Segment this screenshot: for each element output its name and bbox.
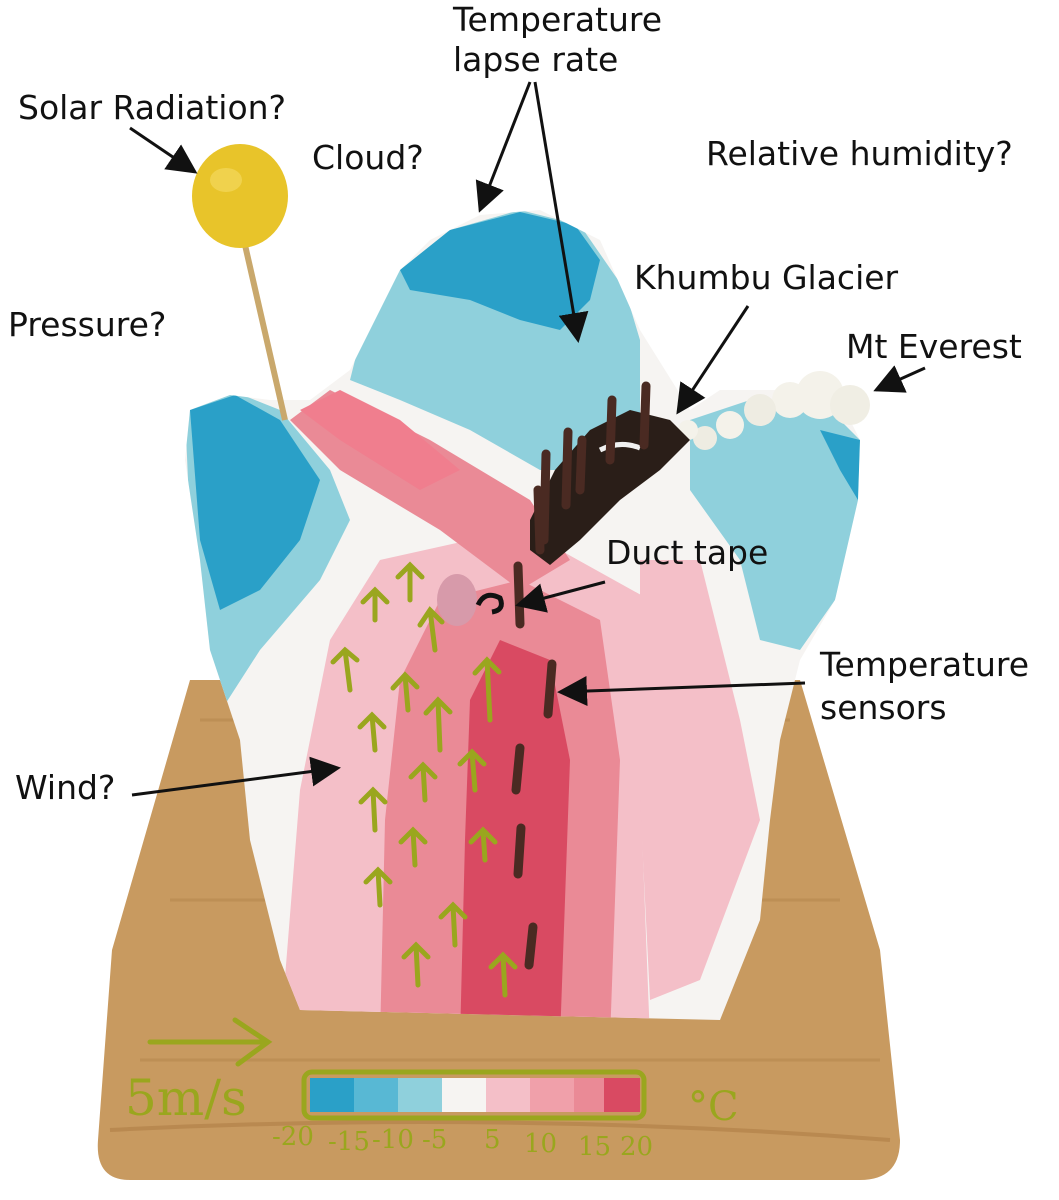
arrow-lapse-rate-a [475, 81, 532, 213]
colorbar-swatch-2 [354, 1078, 398, 1112]
duct-tape [437, 574, 504, 626]
temp-tick-6: 10 [524, 1129, 557, 1159]
temp-tick-4: -5 [422, 1125, 447, 1155]
mt-everest-snow [678, 371, 870, 450]
label-temperature-sensors-line2: sensors [820, 688, 947, 727]
colorbar-swatch-3 [398, 1078, 442, 1112]
label-relative-humidity: Relative humidity? [706, 134, 1013, 173]
colorbar-swatch-4 [442, 1078, 486, 1112]
colorbar-swatch-1 [310, 1078, 354, 1112]
label-solar-radiation: Solar Radiation? [18, 88, 287, 127]
colorbar-swatch-6 [530, 1078, 574, 1112]
arrow-khumbu-glacier [676, 305, 750, 415]
label-mt-everest: Mt Everest [846, 327, 1022, 366]
arrow-mt-everest [873, 365, 926, 393]
label-cloud: Cloud? [312, 138, 424, 177]
label-duct-tape: Duct tape [606, 533, 769, 572]
khumbu-glacier-debris [530, 410, 690, 565]
wind-scale-label: 5m/s [125, 1069, 247, 1127]
temp-tick-2: -15 [328, 1127, 370, 1157]
colorbar-swatch-7 [574, 1078, 604, 1112]
label-wind: Wind? [15, 768, 116, 807]
label-temperature-sensors-line1: Temperature [820, 645, 1030, 684]
label-lapse-rate-line2: lapse rate [453, 40, 619, 79]
temp-unit-label: °C [688, 1084, 739, 1130]
temp-tick-5: 5 [484, 1125, 501, 1155]
arrow-lapse-rate-b [533, 81, 589, 343]
label-khumbu-glacier: Khumbu Glacier [634, 258, 899, 297]
temperature-sensor-sticks [511, 381, 651, 970]
wind-arrows [330, 561, 518, 998]
arrow-duct-tape [515, 580, 606, 613]
label-lapse-rate-line1: Temperature [453, 0, 663, 39]
sun-model [192, 144, 288, 421]
temp-tick-3: -10 [372, 1125, 414, 1155]
board-scale: 5m/s °C -20 -15 -10 -5 5 10 15 20 [125, 1017, 739, 1162]
arrow-wind [131, 756, 341, 797]
arrow-solar-radiation [129, 126, 198, 174]
temp-tick-7: 15 [578, 1132, 611, 1162]
annotation-arrows [129, 81, 926, 797]
temp-tick-8: 20 [620, 1132, 653, 1162]
colorbar-swatch-5 [486, 1078, 530, 1112]
temp-tick-1: -20 [272, 1122, 314, 1152]
label-pressure: Pressure? [8, 305, 167, 344]
colorbar-swatch-8 [604, 1078, 640, 1112]
arrow-temperature-sensors [557, 676, 806, 706]
